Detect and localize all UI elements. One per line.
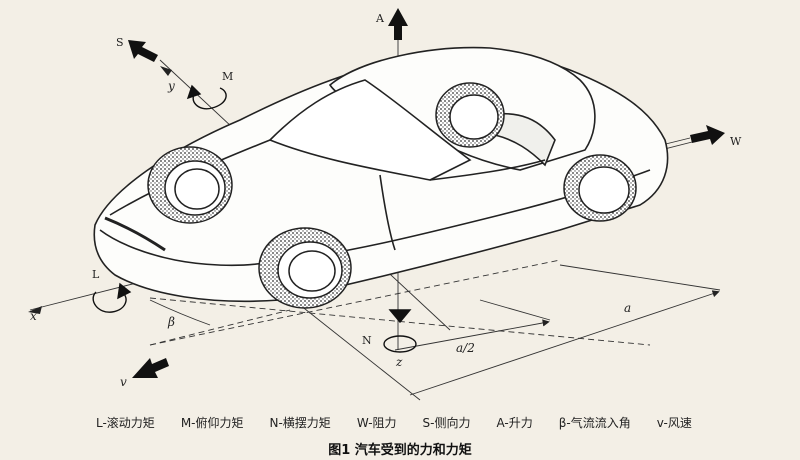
wheel-front-right bbox=[258, 227, 352, 309]
bumper-line bbox=[99, 229, 271, 267]
label-v: v bbox=[120, 375, 127, 389]
windshield bbox=[268, 79, 472, 181]
side-force-arrow-s bbox=[128, 40, 158, 62]
belt-line bbox=[429, 159, 546, 181]
dim-ext-1 bbox=[299, 304, 421, 401]
moment-symbols bbox=[92, 84, 417, 353]
dim-a-half bbox=[394, 319, 550, 351]
dim-a bbox=[409, 290, 720, 396]
label-l: L bbox=[92, 268, 100, 281]
rear-pillar bbox=[489, 113, 556, 167]
figure-caption: 图1 汽车受到的力和力矩 bbox=[328, 443, 472, 458]
wheels bbox=[147, 82, 637, 309]
dim-ext-3 bbox=[479, 299, 551, 321]
label-a: A bbox=[375, 12, 385, 25]
label-m: M bbox=[222, 70, 233, 83]
beta-arc bbox=[149, 299, 211, 326]
legend-item-yaw: N-横摆力矩 bbox=[269, 416, 331, 430]
legend-item-lift: A-升力 bbox=[496, 416, 533, 430]
force-arrows bbox=[128, 8, 725, 378]
legend-item-drag: W-阻力 bbox=[356, 416, 397, 430]
label-n: N bbox=[362, 334, 372, 347]
wind-arrow-v bbox=[132, 358, 169, 378]
wheel-rear-left bbox=[435, 82, 505, 148]
legend-item-roll: L-滚动力矩 bbox=[96, 416, 155, 430]
door-line bbox=[379, 174, 396, 251]
label-a-half: a/2 bbox=[456, 341, 475, 355]
label-s: S bbox=[116, 36, 124, 49]
wheel-rear-right bbox=[563, 154, 637, 222]
lift-arrow-a bbox=[388, 8, 408, 40]
label-w: W bbox=[730, 135, 742, 148]
y-axis-arrowhead bbox=[160, 66, 172, 76]
yaw-moment-n bbox=[383, 309, 417, 353]
label-x: x bbox=[30, 309, 37, 323]
legend-item-wind: v-风速 bbox=[656, 416, 692, 430]
drag-arrow-w bbox=[690, 125, 725, 145]
legend-item-angle: β-气流流入角 bbox=[558, 416, 631, 430]
grille bbox=[104, 216, 166, 252]
label-z: z bbox=[395, 355, 403, 369]
axis-labels: A S M y W L x β v N z a a/2 bbox=[30, 12, 742, 389]
legend: L-滚动力矩 M-俯仰力矩 N-横摆力矩 W-阻力 S-侧向力 A-升力 β-气… bbox=[96, 414, 756, 431]
legend-item-side: S-侧向力 bbox=[422, 416, 471, 430]
label-y: y bbox=[167, 79, 175, 93]
wheel-front-left bbox=[147, 146, 233, 224]
pitch-moment-m bbox=[186, 84, 227, 110]
x-axis-arrowhead bbox=[28, 306, 42, 314]
roll-moment-l bbox=[92, 282, 132, 313]
beta-ray bbox=[149, 309, 291, 346]
car-body bbox=[93, 46, 669, 303]
label-beta: β bbox=[167, 315, 175, 329]
legend-item-pitch: M-俯仰力矩 bbox=[180, 416, 244, 430]
label-a-dim: a bbox=[624, 301, 631, 315]
dim-ext-2 bbox=[559, 264, 721, 291]
